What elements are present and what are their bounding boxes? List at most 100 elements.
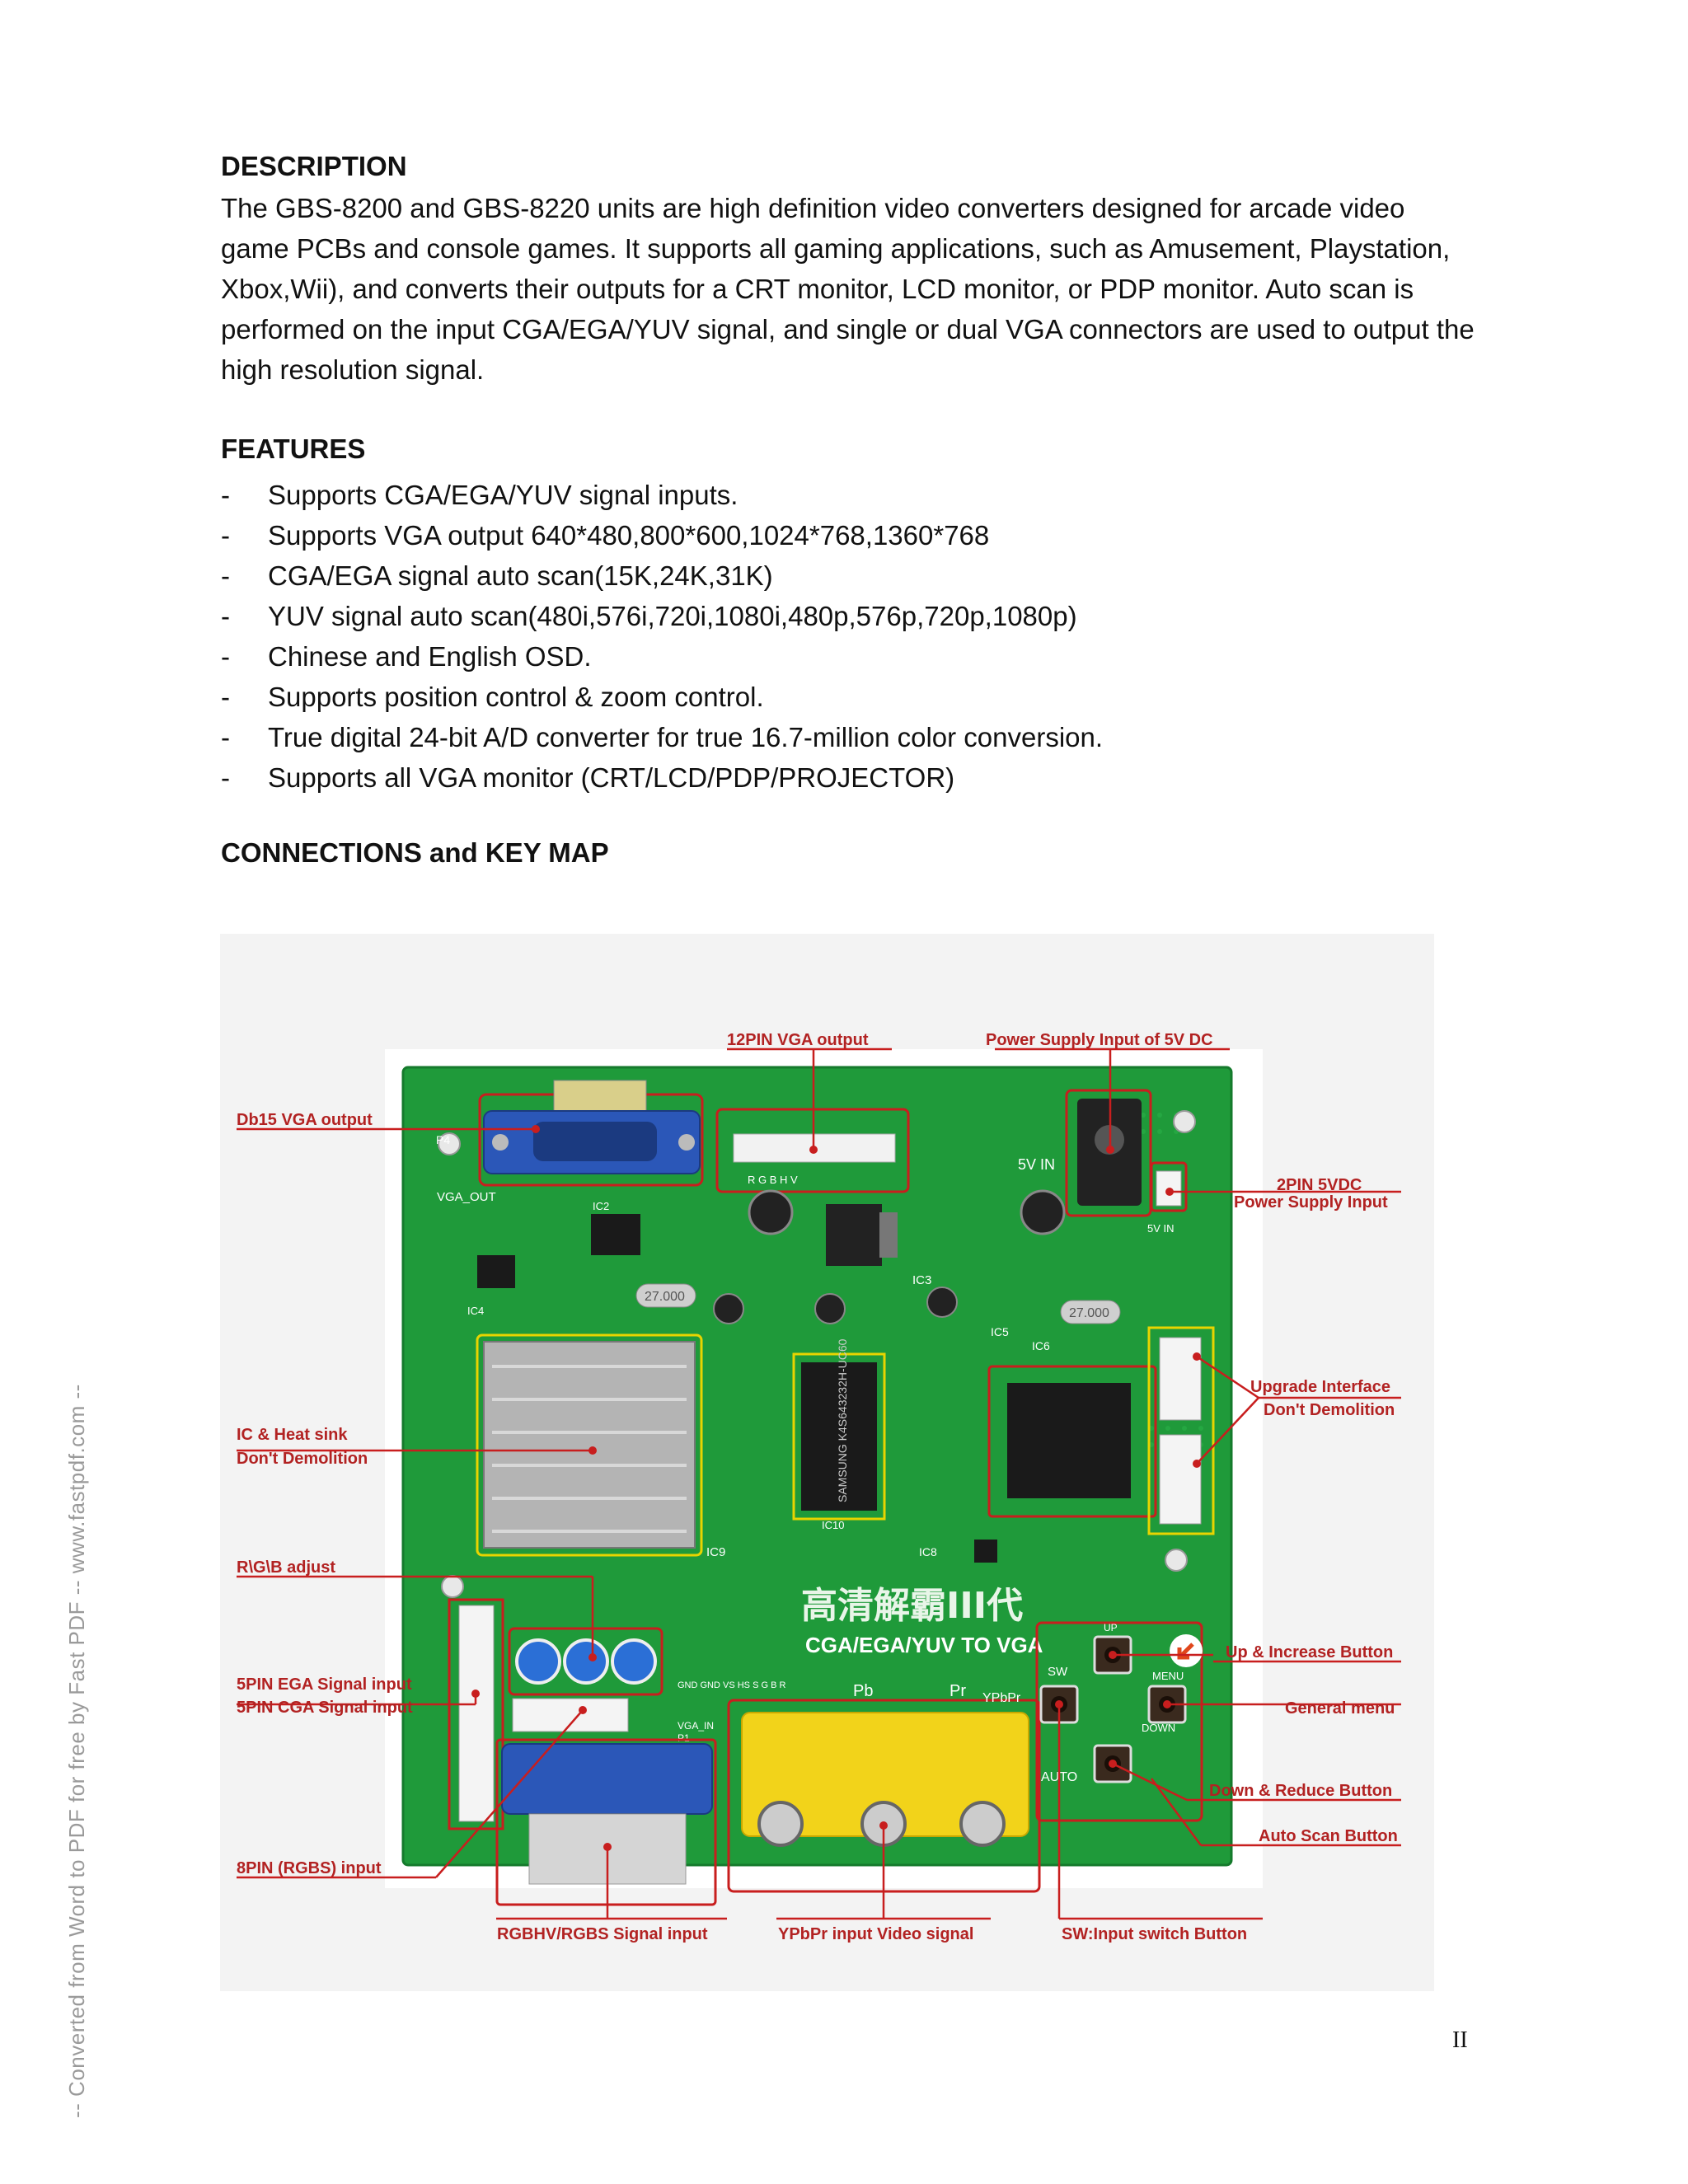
mounting-hole [438,1132,461,1155]
pcb-label-sdram: SAMSUNG K4S643232H-UC60 [836,1338,849,1502]
rgbhv-highlight-box [495,1738,717,1906]
upgrade-header-2 [1159,1434,1202,1525]
callout-12pin-vga: 12PIN VGA output [727,1031,869,1049]
regulator-tab [879,1212,898,1258]
bullet-dash: - [221,682,230,712]
callout-leader-lines [237,1047,1401,1920]
callout-2pin-line2: Power Supply Input [1234,1193,1388,1212]
bullet-dash: - [221,480,230,510]
bullet-dash: - [221,722,230,752]
pcb-label-menu: MENU [1152,1670,1184,1682]
pcb-label-pr: Pr [950,1682,966,1700]
pcb-label-ic2: IC2 [593,1200,609,1212]
pcb-label-ic6: IC6 [1032,1339,1050,1352]
callout-ypbpr: YPbPr input Video signal [778,1925,973,1943]
description-line: Xbox,Wii), and converts their outputs fo… [221,274,1414,304]
mounting-hole [1173,1110,1196,1133]
pin5-header [458,1605,495,1822]
rca-jack-y [757,1801,804,1847]
callout-rgb-adjust: R\G\B adjust [237,1558,335,1577]
feature-text: Supports CGA/EGA/YUV signal inputs. [268,480,738,510]
pcb-label-xtal2: 27.000 [1069,1306,1109,1320]
rca-jack-pr [959,1801,1006,1847]
controller-chip [1007,1383,1131,1498]
callout-2pin-line1: 2PIN 5VDC [1277,1176,1362,1194]
pcb-label-vga-in: VGA_IN [678,1720,714,1732]
description-line: game PCBs and console games. It supports… [221,233,1451,264]
page-number: II [1452,2027,1468,2053]
bullet-dash: - [221,762,230,793]
capacitor [713,1293,744,1324]
pcb-label-ypbpr: YPbPr [982,1691,1021,1705]
capacitor [1020,1189,1066,1235]
pcb-label-p1: P1 [678,1732,690,1744]
crystal-oscillator [1060,1300,1121,1324]
pcb-label-pb: Pb [853,1682,873,1700]
potentiometer-r[interactable] [515,1638,561,1685]
db15-port [533,1122,657,1161]
callout-5pin-ega: 5PIN EGA Signal input [237,1675,412,1694]
voltage-regulator [826,1204,882,1266]
pcb-label-up: UP [1104,1622,1118,1633]
mounting-hole [441,1575,464,1598]
description-line: The GBS-8200 and GBS-8220 units are high… [221,193,1405,223]
potentiometer-b[interactable] [611,1638,657,1685]
bullet-dash: - [221,641,230,672]
buttons-highlight-box [1035,1621,1203,1822]
description-line: high resolution signal. [221,354,485,385]
potentiometer-g[interactable] [563,1638,609,1685]
vga-shell-top [553,1080,647,1114]
pcb-label-down: DOWN [1142,1722,1175,1734]
connections-heading: CONNECTIONS and KEY MAP [221,837,609,868]
pcb-label-ic5: IC5 [991,1325,1009,1338]
ic2-chip [591,1214,640,1255]
features-heading: FEATURES [221,434,366,464]
pin5-highlight-box [448,1598,504,1830]
callout-auto-scan: Auto Scan Button [1259,1827,1398,1845]
pcb-label-sw: SW [1048,1665,1068,1679]
callout-power-supply: Power Supply Input of 5V DC [986,1031,1213,1049]
pcb-label-pins12: R G B H V [748,1174,798,1186]
connector-screw [678,1134,695,1151]
pcb-title-english: CGA/EGA/YUV TO VGA [805,1633,1043,1657]
callout-upgrade-line1: Upgrade Interface [1250,1378,1390,1396]
description-paragraph: The GBS-8200 and GBS-8220 units are high… [221,188,1475,390]
callout-dots [471,1125,1201,1851]
pcb-label-xtal1: 27.000 [645,1290,685,1304]
feature-text: CGA/EGA signal auto scan(15K,24K,31K) [268,560,773,591]
pcb-label-ic10: IC10 [822,1519,844,1531]
heat-sink-fins [492,1365,687,1533]
callout-8pin-rgbs: 8PIN (RGBS) input [237,1859,382,1877]
callout-db15-vga: Db15 VGA output [237,1111,373,1129]
feature-text: Chinese and English OSD. [268,641,592,672]
controller-highlight-box [987,1365,1157,1518]
ic4-chip [477,1255,515,1288]
description-heading: DESCRIPTION [221,151,407,181]
mounting-hole [1165,1549,1188,1572]
pcb-label-p4: P4 [436,1133,450,1146]
callout-up-button: Up & Increase Button [1226,1643,1393,1661]
pin8-header [512,1698,629,1732]
rgb-adjust-highlight-box [508,1627,663,1696]
feature-text: Supports all VGA monitor (CRT/LCD/PDP/PR… [268,762,955,793]
pcb-label-ic9: IC9 [706,1545,725,1559]
feature-text: Supports position control & zoom control… [268,682,764,712]
pcb-label-pins5: GND GND VS HS S G B R [678,1680,785,1690]
bullet-dash: - [221,601,230,631]
bullet-dash: - [221,520,230,551]
callout-down-button: Down & Reduce Button [1209,1782,1392,1800]
pcb-label-5v-in-2: 5V IN [1147,1222,1175,1235]
feature-text: Supports VGA output 640*480,800*600,1024… [268,520,990,551]
crystal-oscillator [635,1283,696,1308]
board-photo-figure: P4 VGA_OUT R G B H V 5V IN 5V IN IC3 [220,934,1434,1991]
converter-watermark-text: -- Converted from Word to PDF for free b… [64,1384,89,2118]
upgrade-header-1 [1159,1337,1202,1421]
callout-general-menu: General menu [1285,1699,1395,1718]
callout-5pin-cga: 5PIN CGA Signal input [237,1699,413,1717]
callout-rgbhv: RGBHV/RGBS Signal input [497,1925,708,1943]
upgrade-highlight-box [1147,1326,1215,1535]
description-line: performed on the input CGA/EGA/YUV signa… [221,314,1475,344]
capacitor [926,1286,958,1318]
rgbhv-vga-connector [501,1743,713,1815]
